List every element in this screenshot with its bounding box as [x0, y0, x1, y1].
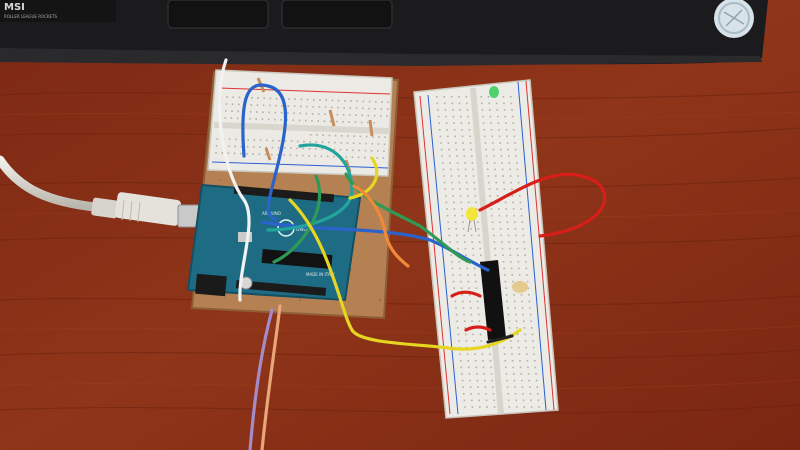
- wire-red-short: [450, 290, 482, 298]
- svg-text:MSI: MSI: [4, 2, 25, 13]
- jumper-wires: [217, 58, 607, 450]
- svg-text:ROLLER LEAGUE ROCKETS: ROLLER LEAGUE ROCKETS: [4, 14, 58, 19]
- wire-orange: [352, 184, 410, 268]
- wire-orange-2: [260, 304, 282, 450]
- usb-cable: [0, 155, 201, 228]
- power-jack: [195, 273, 227, 297]
- header-top: [233, 185, 335, 203]
- green-led: [489, 86, 499, 98]
- wire-red-short-2: [464, 325, 492, 332]
- laptop: MSI ROLLER LEAGUE ROCKETS: [0, 0, 768, 66]
- svg-text:MADE IN ITALY: MADE IN ITALY: [306, 272, 335, 277]
- wire-black: [486, 334, 514, 344]
- round-sticker: [714, 0, 754, 38]
- crystal: [238, 232, 252, 242]
- svg-text:ARDUINO: ARDUINO: [262, 211, 281, 216]
- small-breadboard: [207, 69, 393, 177]
- touchpad-right: [281, 0, 393, 29]
- wire-purple: [248, 308, 274, 450]
- ceramic-capacitor: [512, 281, 528, 293]
- wire-red-loop: [478, 172, 607, 238]
- ic-chip: [480, 260, 506, 340]
- wire-blue-loop: [241, 83, 288, 222]
- microcontroller-chip: [261, 248, 333, 270]
- yellow-led: [466, 207, 478, 233]
- svg-text:UNO: UNO: [296, 227, 307, 233]
- touchpad-left: [167, 0, 269, 29]
- wire-yellow-1: [348, 156, 379, 200]
- wire-teal: [266, 143, 354, 232]
- wire-yellow-long: [288, 198, 522, 351]
- wire-white: [217, 58, 251, 302]
- header-bottom: [235, 280, 327, 296]
- laptop-sticker: MSI ROLLER LEAGUE ROCKETS: [0, 0, 116, 22]
